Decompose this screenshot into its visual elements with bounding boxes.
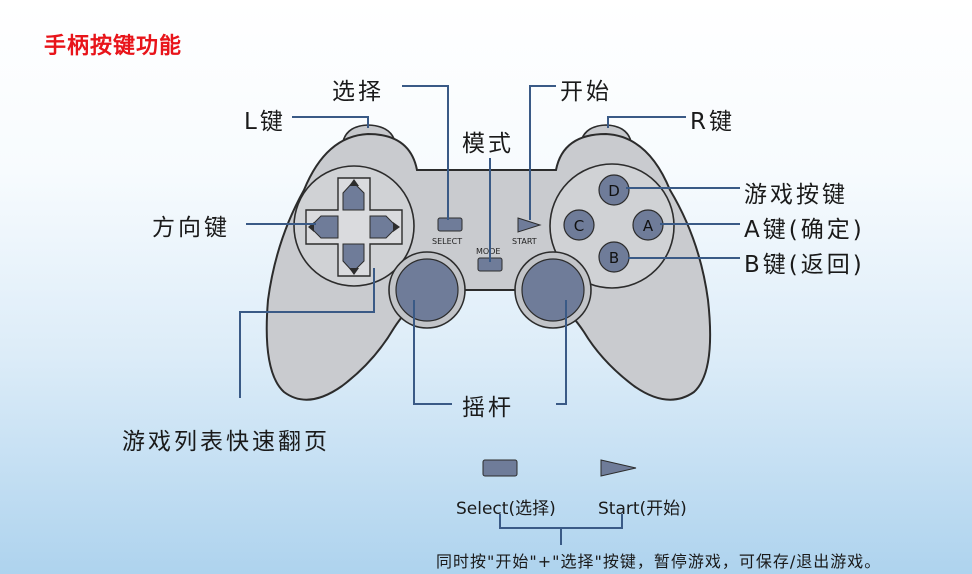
dpad-label: 方向键 <box>152 208 230 242</box>
l-key-label: L键 <box>244 102 286 136</box>
select-label: 选择 <box>332 72 384 106</box>
face-button-d-label: D <box>608 182 620 200</box>
legend-start-symbol <box>601 460 636 476</box>
start-tiny-label: START <box>512 237 537 246</box>
start-label: 开始 <box>560 72 612 106</box>
face-button-a-label: A <box>643 217 654 235</box>
list-scroll-label: 游戏列表快速翻页 <box>122 422 330 456</box>
stick-label: 摇杆 <box>462 388 514 422</box>
legend-start-text: Start(开始) <box>598 494 687 519</box>
legend-select-symbol <box>483 460 517 476</box>
a-key-label: A键(确定) <box>744 210 865 244</box>
mode-tiny-label: MODE <box>476 247 500 256</box>
b-key-label: B键(返回) <box>744 245 865 279</box>
legend-select-text: Select(选择) <box>456 494 556 519</box>
face-button-c-label: C <box>574 217 584 235</box>
game-buttons-label: 游戏按键 <box>744 175 848 209</box>
mode-label: 模式 <box>462 124 514 158</box>
r-key-label: R键 <box>690 102 735 136</box>
right-stick <box>522 259 584 321</box>
select-button <box>438 218 462 231</box>
footer-note: 同时按"开始"+"选择"按键，暂停游戏，可保存/退出游戏。 <box>436 548 881 572</box>
select-tiny-label: SELECT <box>432 237 462 246</box>
left-stick <box>396 259 458 321</box>
r-key-leader <box>608 117 686 128</box>
face-button-b-label: B <box>609 249 619 267</box>
